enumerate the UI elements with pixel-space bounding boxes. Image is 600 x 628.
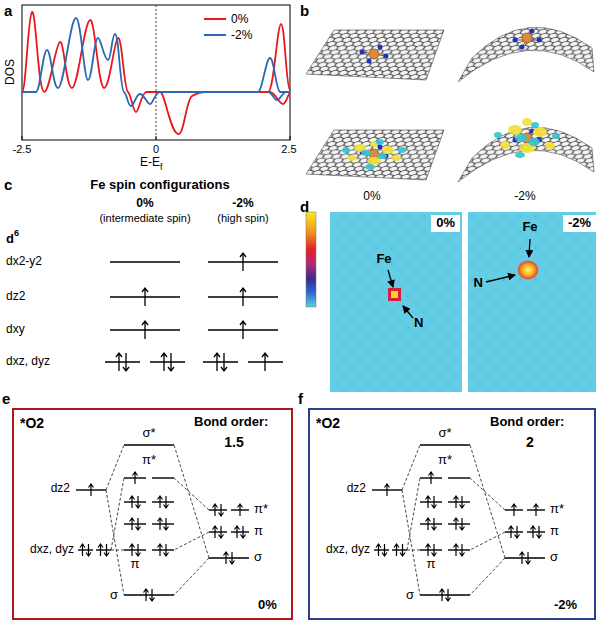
legend: 0%-2% [200,9,256,45]
strain-label: -2% [514,190,535,204]
density-maps [306,212,596,392]
panel-letter: f [298,390,303,407]
strain-label: -2% [568,216,591,231]
orbital-label: dxz, dyz [30,543,74,557]
legend-row: -2% [204,27,252,43]
strain-label: 0% [136,197,153,211]
legend-swatch [204,18,226,20]
spin-state: (high spin) [217,212,268,225]
axis-subscript: f [160,162,163,172]
config-superscript: 6 [14,228,19,238]
atom-label: Fe [522,220,537,235]
orbital-label: π* [438,453,452,468]
atom-label: Fe [376,252,391,267]
orbital-label: σ [406,588,414,603]
axis-label: E-E [140,156,160,170]
orbital-label: dxy [6,323,25,337]
orbital-label: π [254,524,263,539]
orbital-label: π* [254,502,268,517]
legend-text: 0% [231,12,248,26]
bond-order-value: 2 [526,434,534,450]
orbital-label: π* [550,502,564,517]
dos-plot [22,5,290,140]
orbital-label: π [550,524,559,539]
tick-label: 0 [153,143,159,156]
orbital-label: dxz, dyz [6,355,50,369]
species-label: *O2 [316,415,340,431]
mo-panel-box: *O2Bond order:2σ*π*dz2dxz, dyzπσπ*πσ-2% [308,408,596,620]
orbital-label: π* [142,453,156,468]
orbital-label: dz2 [347,482,366,496]
panel-letter: b [300,2,309,19]
mo-diagrams [76,445,545,601]
panel-heading: Fe spin configurations [90,178,229,193]
orbital-label: σ [550,550,558,565]
mo-panel-box: *O2Bond order:1.5σ*π*dz2dxz, dyzπσπ*πσ0% [12,408,293,620]
orbital-label: dz2 [51,482,70,496]
orbital-label: π [427,557,436,572]
bond-order-label: Bond order: [490,415,564,430]
tick-label: -2.5 [13,143,32,156]
orbital-label: σ* [142,426,155,441]
species-label: *O2 [20,415,44,431]
orbital-label: π [131,557,140,572]
strain-tag: 0% [431,215,460,232]
tick-label: 2.5 [281,143,296,156]
atom-label: N [414,316,423,331]
panel-letter: c [4,176,12,193]
axis-label: DOS [4,59,18,85]
panel-letter: d [300,198,309,215]
strain-label: -2% [554,598,577,613]
strain-label: 0% [436,216,455,231]
config-label: d [6,232,14,247]
structure-model [306,27,594,182]
atom-label: N [474,276,483,291]
panel-letter: e [2,390,10,407]
bond-order-value: 1.5 [224,434,243,450]
strain-label: 0% [363,190,380,204]
orbital-label: σ* [438,426,451,441]
legend-swatch [204,34,226,36]
orbital-label: dxz, dyz [326,543,370,557]
strain-label: -2% [232,197,253,211]
legend-row: 0% [204,11,252,27]
strain-tag: -2% [563,215,596,232]
orbital-label: σ [254,550,262,565]
bond-order-label: Bond order: [194,415,268,430]
legend-text: -2% [231,28,252,42]
strain-label: 0% [258,598,277,613]
spin-levels [105,253,283,371]
panel-letter: a [4,2,12,19]
orbital-label: dz2 [6,290,25,304]
orbital-label: σ [110,588,118,603]
orbital-label: dx2-y2 [6,255,42,269]
spin-state: (intermediate spin) [99,212,190,225]
